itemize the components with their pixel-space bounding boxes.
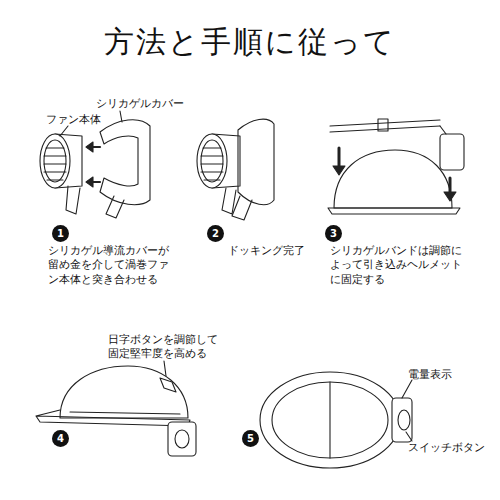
step-caption: 日字ボタンを調節して固定堅牢度を高める bbox=[108, 333, 224, 362]
callout-number-text: 1 bbox=[57, 229, 64, 239]
part-label: シリカゲルカバー bbox=[96, 97, 184, 111]
step-caption: ドッキング完了 bbox=[228, 244, 305, 258]
callout-number: 5 bbox=[242, 430, 259, 447]
callout-number-text: 3 bbox=[330, 229, 337, 239]
callout-number-text: 4 bbox=[57, 434, 64, 444]
band-onto-helmet bbox=[328, 119, 464, 214]
part-label: ファン本体 bbox=[46, 113, 101, 127]
part-label: 電量表示 bbox=[408, 368, 452, 382]
helmet-adjusted bbox=[36, 361, 196, 456]
helmet-top-view bbox=[260, 372, 412, 468]
callout-number-text: 5 bbox=[247, 434, 254, 444]
part-label: スイッチボタン bbox=[408, 441, 485, 455]
fan-and-cover-apart bbox=[40, 111, 150, 218]
fan-and-cover-docked bbox=[197, 119, 274, 220]
page-title: 方法と手順に従って bbox=[0, 22, 500, 63]
step-caption: シリカゲル導流カバーが留め金を介して渦巻ファン本体と突き合わせる bbox=[48, 244, 172, 287]
callout-number: 1 bbox=[52, 225, 69, 242]
callout-number: 2 bbox=[207, 225, 224, 242]
callout-number: 3 bbox=[325, 225, 342, 242]
callout-number-text: 2 bbox=[212, 229, 219, 239]
step-caption: シリカゲルバンドは調節によって引き込みヘルメットに固定する bbox=[330, 244, 464, 287]
callout-number: 4 bbox=[52, 430, 69, 447]
